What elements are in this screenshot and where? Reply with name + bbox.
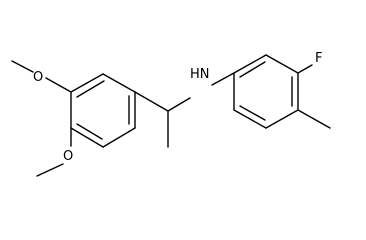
methoxy-bottom xyxy=(36,127,72,177)
bond xyxy=(265,54,299,74)
dimethoxyphenyl-ring xyxy=(70,73,136,148)
bond xyxy=(211,72,235,86)
fluoromethylphenyl-ring xyxy=(233,54,299,129)
bond xyxy=(102,73,136,93)
bond xyxy=(45,77,72,93)
ethyl-bridge xyxy=(134,72,235,148)
bond xyxy=(36,163,64,177)
bond xyxy=(265,109,299,129)
double-bond-inner xyxy=(239,61,266,78)
bond xyxy=(102,127,136,148)
bond xyxy=(167,97,191,112)
bond xyxy=(70,127,104,148)
molecule-diagram: HN F O O xyxy=(11,51,331,177)
atom-label-oxygen-bottom: O xyxy=(63,149,73,164)
bond xyxy=(70,73,104,93)
atom-label-oxygen-top: O xyxy=(33,70,43,85)
double-bond-inner xyxy=(76,80,105,98)
double-bond-inner xyxy=(76,123,103,140)
atom-label-nh: HN xyxy=(190,67,210,82)
bond xyxy=(134,91,169,112)
bond xyxy=(233,54,267,74)
bond xyxy=(233,109,267,129)
double-bond-inner xyxy=(239,105,266,121)
structure-canvas: HN F O O xyxy=(11,51,331,177)
methoxy-top xyxy=(11,60,72,93)
methyl-bond xyxy=(297,109,331,129)
bond-to-fluorine xyxy=(297,64,313,74)
bond xyxy=(11,60,34,73)
atom-label-fluorine: F xyxy=(315,51,322,66)
